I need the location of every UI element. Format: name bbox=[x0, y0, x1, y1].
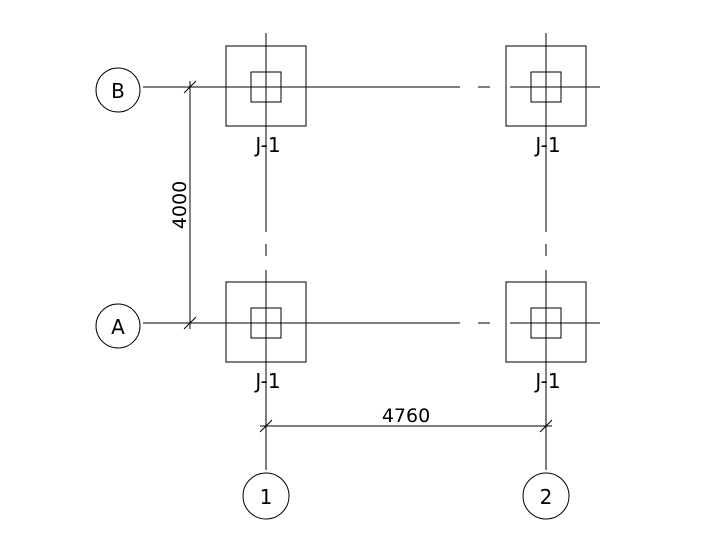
svg-text:A: A bbox=[111, 315, 125, 339]
footing-a1: J-1 bbox=[225, 281, 307, 393]
footing-b2: J-1 bbox=[505, 45, 587, 157]
footing-tag: J-1 bbox=[253, 133, 280, 157]
axis-bubble-a: A bbox=[95, 303, 141, 349]
axis-bubble-1: 1 bbox=[242, 472, 290, 520]
axis-bubble-2: 2 bbox=[522, 472, 570, 520]
dimension-horizontal-label: 4760 bbox=[382, 405, 430, 427]
dimension-vertical: 4000 bbox=[169, 80, 197, 330]
dimension-horizontal: 4760 bbox=[259, 405, 553, 433]
footing-tag: J-1 bbox=[253, 369, 280, 393]
svg-text:B: B bbox=[111, 79, 125, 103]
footing-a2: J-1 bbox=[505, 281, 587, 393]
footing-b1: J-1 bbox=[225, 45, 307, 157]
svg-text:1: 1 bbox=[260, 485, 273, 509]
axis-bubble-b: B bbox=[95, 67, 141, 113]
footing-tag: J-1 bbox=[533, 133, 560, 157]
svg-text:2: 2 bbox=[540, 485, 553, 509]
dimension-vertical-label: 4000 bbox=[169, 181, 191, 229]
footing-tag: J-1 bbox=[533, 369, 560, 393]
